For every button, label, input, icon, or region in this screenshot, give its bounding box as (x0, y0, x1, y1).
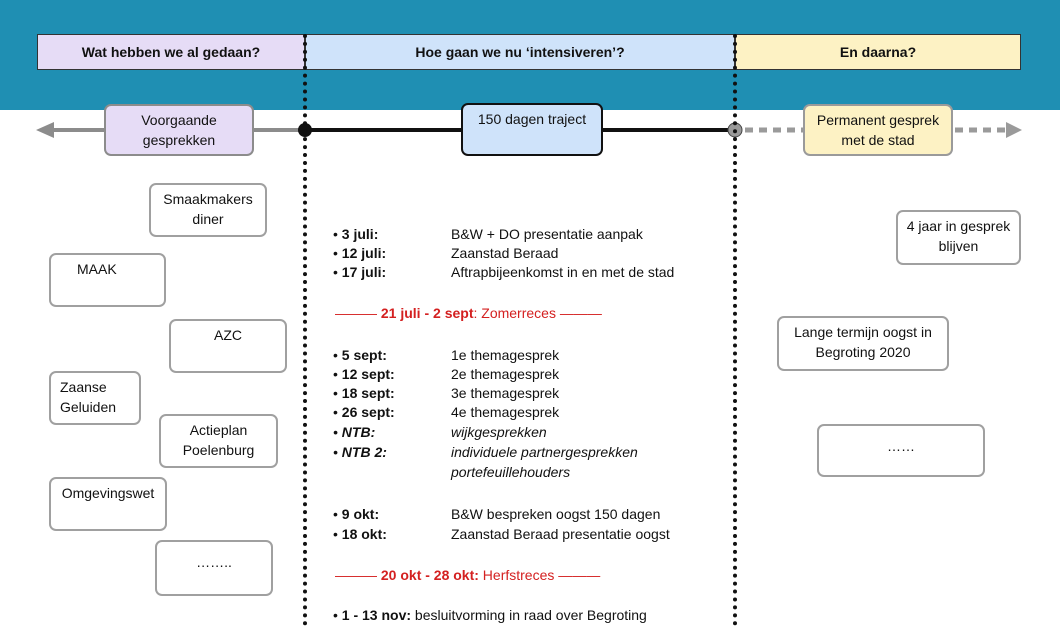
schedule-text: besluitvorming in raad over Begroting (411, 607, 647, 623)
schedule-text: B&W bespreken oogst 150 dagen (451, 506, 661, 522)
schedule-text: B&W + DO presentatie aanpak (451, 226, 643, 242)
timeline-label-now-text: 150 dagen traject (477, 111, 587, 127)
schedule-date: 12 sept: (341, 366, 395, 382)
schedule-date: 18 sept: (341, 385, 395, 401)
schedule-text: 4e themagesprek (451, 404, 560, 420)
timeline-label-past: Voorgaande gesprekken (104, 104, 254, 156)
future-box: Lange termijn oogst in Begroting 2020 (777, 316, 949, 371)
schedule-text: portefeuillehouders (451, 464, 571, 480)
activity-box: Zaanse Geluiden (49, 371, 141, 425)
schedule-text: 2e themagesprek (451, 366, 560, 382)
recess-dash: ——— (558, 567, 601, 583)
activity-box: MAAK (49, 253, 166, 307)
schedule-text: individuele partnergesprekken (451, 444, 638, 460)
schedule-date: 3 juli: (341, 226, 379, 242)
schedule-date: 26 sept: (341, 404, 395, 420)
recess-dash: ——— (559, 305, 602, 321)
recess-dash: ——— (335, 305, 377, 321)
activity-label: MAAK (77, 261, 117, 277)
header-now-label: Hoe gaan we nu ‘intensiveren’? (415, 44, 625, 60)
schedule-date: NTB 2: (341, 444, 387, 460)
future-label: 4 jaar in gesprek blijven (906, 218, 1011, 254)
schedule-date: 17 juli: (341, 264, 387, 280)
recess-dates: 20 okt - 28 okt: (380, 567, 479, 583)
activity-label: Omgevingswet (61, 485, 155, 501)
recess-autumn: ——— 20 okt - 28 okt: Herfstreces ——— (335, 566, 600, 585)
schedule-date: 9 okt: (341, 506, 380, 522)
divider-right (733, 34, 737, 626)
divider-left (303, 34, 307, 626)
recess-name: Herfstreces (478, 567, 555, 583)
activity-box: …….. (155, 540, 273, 596)
schedule-text: wijkgesprekken (451, 424, 547, 440)
activity-box: Smaakmakers diner (149, 183, 267, 237)
activity-box: AZC (169, 319, 287, 373)
schedule-date: 5 sept: (341, 347, 387, 363)
activity-label: Zaanse Geluiden (60, 379, 117, 415)
schedule-text: Zaanstad Beraad presentatie oogst (451, 526, 670, 542)
future-label: Lange termijn oogst in Begroting 2020 (794, 324, 932, 360)
future-box: …… (817, 424, 985, 477)
left-arrowhead-icon (36, 122, 54, 138)
timeline-label-future: Permanent gesprek met de stad (803, 104, 953, 156)
activity-label: …….. (196, 554, 232, 570)
recess-name: : Zomerreces (473, 305, 556, 321)
schedule-item-final: • 1 - 13 nov: besluitvorming in raad ove… (333, 607, 647, 623)
activity-label: AZC (214, 327, 242, 343)
schedule-text: Aftrapbijeenkomst in en met de stad (451, 264, 675, 280)
schedule-date: 18 okt: (341, 526, 387, 542)
schedule-date: NTB: (341, 424, 376, 440)
schedule-text: 3e themagesprek (451, 385, 560, 401)
schedule-text: Zaanstad Beraad (451, 245, 559, 261)
schedule-date: 1 - 13 nov: (341, 607, 412, 623)
right-arrowhead-icon (1006, 122, 1022, 138)
recess-summer: ——— 21 juli - 2 sept: Zomerreces ——— (335, 304, 602, 323)
future-label: …… (887, 438, 915, 454)
header-future: En daarna? (735, 34, 1021, 70)
timeline-label-now: 150 dagen traject (461, 103, 603, 156)
activity-box: Actieplan Poelenburg (159, 414, 278, 468)
schedule-text: 1e themagesprek (451, 347, 560, 363)
timeline-label-past-text: Voorgaande gesprekken (141, 112, 217, 148)
recess-dates: 21 juli - 2 sept (380, 305, 474, 321)
timeline-label-future-text: Permanent gesprek met de stad (816, 112, 940, 148)
future-box: 4 jaar in gesprek blijven (896, 210, 1021, 265)
recess-dash: ——— (335, 567, 377, 583)
activity-label: Smaakmakers diner (163, 191, 253, 227)
header-past: Wat hebben we al gedaan? (37, 34, 305, 70)
activity-label: Actieplan Poelenburg (182, 422, 255, 458)
header-past-label: Wat hebben we al gedaan? (81, 44, 261, 60)
header-future-label: En daarna? (839, 44, 917, 60)
activity-box: Omgevingswet (49, 477, 167, 531)
schedule-date: 12 juli: (341, 245, 387, 261)
